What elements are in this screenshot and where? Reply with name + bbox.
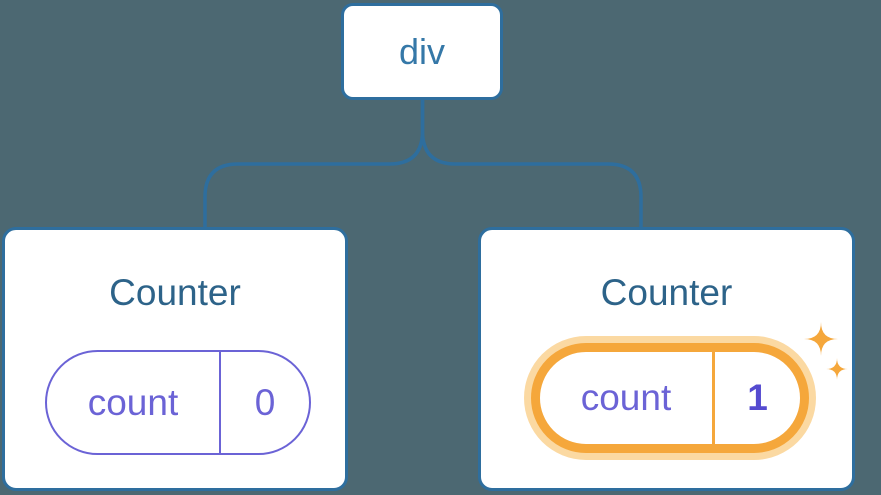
state-pill-left: count 0: [45, 350, 311, 455]
sparkles-icon: [804, 322, 848, 380]
connector-left-branch: [203, 100, 425, 228]
counter-card-right: Counter count 1: [478, 227, 855, 491]
counter-right-title: Counter: [600, 272, 733, 313]
connector-right-branch: [420, 100, 643, 228]
state-value: 1: [712, 352, 800, 444]
state-value: 0: [219, 352, 309, 453]
state-key-label: count: [580, 377, 672, 418]
state-pill-right-highlighted: count 1: [531, 343, 809, 453]
counter-card-left: Counter count 0: [2, 227, 348, 491]
state-key-label: count: [87, 381, 179, 423]
counter-left-title: Counter: [109, 272, 241, 313]
root-node-label: div: [398, 30, 446, 72]
root-node: div: [341, 3, 503, 100]
